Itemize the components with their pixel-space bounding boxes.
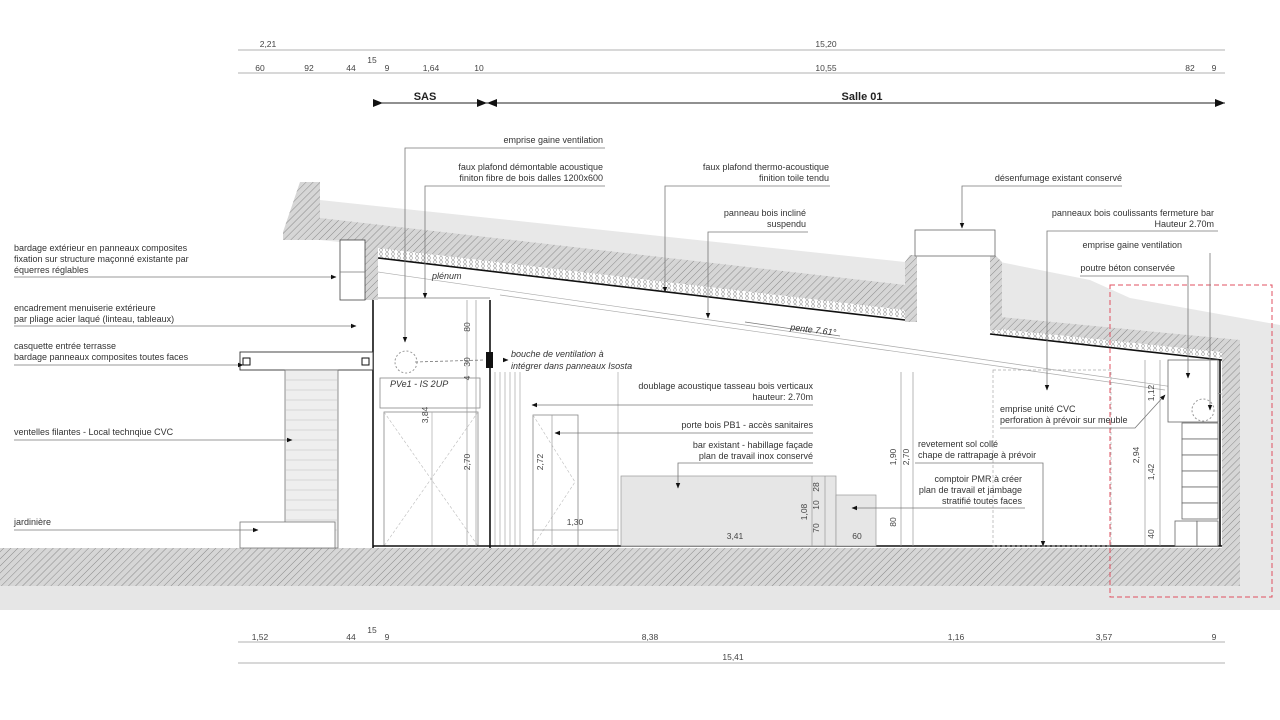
label-jardiniere: jardinière	[13, 517, 51, 527]
label-bar: plan de travail inox conservé	[699, 451, 813, 461]
label-encadrement: par pliage acier laqué (linteau, tableau…	[14, 314, 174, 324]
label-bar: bar existant - habillage façade	[693, 440, 813, 450]
door-transom	[379, 377, 481, 409]
zone-salle-01: Salle 01	[842, 91, 883, 103]
label-panneaux-coulissants: panneaux bois coulissants fermeture bar	[1052, 208, 1214, 218]
label-faux-plafond-demontable: faux plafond démontable acoustique	[458, 162, 603, 172]
label-pve1: PVe1 - IS 2UP	[390, 379, 448, 389]
top-dim: 9	[1212, 63, 1217, 73]
label-bouche: intégrer dans panneaux Isosta	[511, 361, 632, 371]
label-bardage: équerres réglables	[14, 265, 89, 275]
canopy	[239, 351, 374, 371]
top-dim: 44	[346, 63, 356, 73]
dim: 2,72	[535, 453, 545, 470]
dim: 70	[811, 523, 821, 533]
label-cvc: emprise unité CVC	[1000, 404, 1076, 414]
leader-lines	[14, 147, 1218, 547]
dim: 80	[888, 517, 898, 527]
label-comptoir: comptoir PMR à créer	[934, 474, 1022, 484]
label-poutre: poutre béton conservée	[1080, 263, 1175, 273]
dimension-lines	[238, 49, 1225, 664]
label-comptoir: stratifié toutes faces	[942, 496, 1023, 506]
dim: 3,84	[420, 406, 430, 423]
label-doublage: hauteur: 2.70m	[752, 392, 813, 402]
louvres	[284, 369, 339, 549]
label-bardage: bardage extérieur en panneaux composites	[14, 243, 188, 253]
bottom-dim: 1,52	[252, 632, 269, 642]
smoke-vent	[914, 229, 996, 257]
pmr-counter	[835, 494, 877, 547]
dim: 4	[462, 375, 472, 380]
bottom-dim: 1,16	[948, 632, 965, 642]
label-comptoir: plan de travail et jambage	[919, 485, 1022, 495]
top-dim: 60	[255, 63, 265, 73]
dim: 3,41	[727, 531, 744, 541]
label-gaine-ventilation: emprise gaine ventilation	[503, 135, 603, 145]
facade	[239, 239, 619, 549]
label-casquette: bardage panneaux composites toutes faces	[14, 352, 189, 362]
top-dim: 92	[304, 63, 314, 73]
overall-dim: 15,41	[722, 652, 744, 662]
dim: 40	[1146, 529, 1156, 539]
label-ventelles: ventelles filantes - Local technqiue CVC	[14, 427, 174, 437]
label-faux-plafond-thermo: faux plafond thermo-acoustique	[703, 162, 829, 172]
top-dim: 82	[1185, 63, 1195, 73]
overall-dim-left: 2,21	[260, 39, 277, 49]
roof	[283, 182, 1280, 610]
label-panneau-incline: suspendu	[767, 219, 806, 229]
bottom-dim: 9	[1212, 632, 1217, 642]
cvc-unit-zone	[992, 369, 1112, 547]
label-bouche: bouche de ventilation à	[511, 349, 604, 359]
zone-sas: SAS	[414, 91, 437, 103]
label-revetement: revetement sol collé	[918, 439, 998, 449]
bottom-dim: 8,38	[642, 632, 659, 642]
dim: 2,94	[1131, 446, 1141, 463]
label-faux-plafond-thermo: finition toile tendu	[759, 173, 829, 183]
label-gaine-ventilation-right: emprise gaine ventilation	[1082, 240, 1182, 250]
bottom-dim: 44	[346, 632, 356, 642]
dim: 1,30	[567, 517, 584, 527]
label-casquette: casquette entrée terrasse	[14, 341, 116, 351]
ventilation-grille	[486, 352, 493, 368]
label-pente: pente 7.61°	[789, 322, 837, 338]
label-faux-plafond-demontable: finiton fibre de bois dalles 1200x600	[459, 173, 603, 183]
label-doublage: doublage acoustique tasseau bois vertica…	[638, 381, 813, 391]
bottom-dim: 15	[367, 625, 377, 635]
dim: 30	[462, 357, 472, 367]
overall-dim-right: 15,20	[815, 39, 837, 49]
dim: 2,70	[901, 448, 911, 465]
label-cvc: perforation à prévoir sur meuble	[1000, 415, 1128, 425]
label-panneaux-coulissants: Hauteur 2.70m	[1154, 219, 1214, 229]
top-dim: 1,64	[423, 63, 440, 73]
planter	[239, 521, 336, 549]
bottom-dim: 9	[385, 632, 390, 642]
label-porte: porte bois PB1 - accès sanitaires	[681, 420, 813, 430]
ground-slab	[0, 548, 1280, 610]
top-dim: 10,55	[815, 63, 837, 73]
shelving	[1167, 359, 1219, 547]
label-desenfumage: désenfumage existant conservé	[995, 173, 1122, 183]
dim: 80	[462, 322, 472, 332]
label-plenum: plénum	[431, 271, 462, 281]
dim: 10	[811, 500, 821, 510]
existing-bar	[620, 475, 837, 547]
label-encadrement: encadrement menuiserie extérieure	[14, 303, 156, 313]
highlight-zone	[1109, 284, 1273, 598]
label-revetement: chape de rattrapage à prévoir	[918, 450, 1036, 460]
dim: 28	[811, 482, 821, 492]
dim: 60	[852, 531, 862, 541]
label-bardage: fixation sur structure maçonné existante…	[14, 254, 189, 264]
dim: 1,08	[799, 503, 809, 520]
dim: 1,90	[888, 448, 898, 465]
top-dim: 9	[385, 63, 390, 73]
label-panneau-incline: panneau bois incliné	[724, 208, 806, 218]
top-dim: 15	[367, 55, 377, 65]
bottom-dim: 3,57	[1096, 632, 1113, 642]
dim: 1,12	[1146, 384, 1156, 401]
dim: 2,70	[462, 453, 472, 470]
top-dim: 10	[474, 63, 484, 73]
dim: 1,42	[1146, 463, 1156, 480]
